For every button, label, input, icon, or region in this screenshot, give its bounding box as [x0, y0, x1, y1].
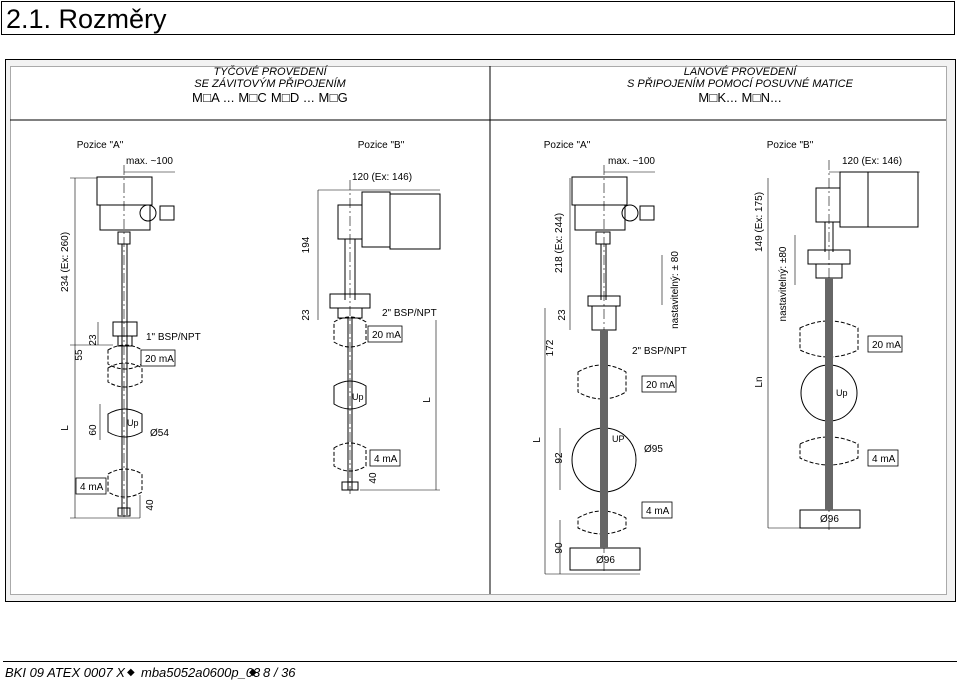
- float-up-a: Up: [127, 418, 139, 428]
- rod-version-header: TYČOVÉ PROVEDENÍ SE ZÁVITOVÝM PŘIPOJENÍM…: [140, 66, 400, 106]
- adjustable-80-b: nastavitelný: ±80: [778, 246, 789, 321]
- dim-L-b: L: [422, 397, 433, 403]
- cable-header-line1: LANOVÉ PROVEDENÍ: [683, 66, 797, 78]
- cable-b: [825, 278, 833, 510]
- current-4ma-b: 4 mA: [374, 454, 398, 465]
- rod-header-line2: SE ZÁVITOVÝM PŘIPOJENÍM: [194, 78, 346, 90]
- drawing-rod-position-a: [70, 165, 175, 519]
- dim-23-c: 23: [557, 309, 568, 321]
- float-up-d: Up: [836, 388, 848, 398]
- dim-23-a: 23: [88, 334, 99, 346]
- current-20ma-b: 20 mA: [372, 330, 401, 341]
- position-label-2: Pozice "B": [358, 140, 405, 151]
- dim-23-b: 23: [301, 309, 312, 321]
- diameter-95: Ø95: [644, 444, 663, 455]
- dim-90: 90: [554, 542, 565, 554]
- label-box-4ma-a: [75, 477, 107, 495]
- label-box-20ma-b: [367, 325, 403, 343]
- dim-234: 234 (Ex: 260): [60, 232, 71, 292]
- cable-header-codes: M□K... M□N...: [698, 90, 782, 105]
- dim-L-c: L: [532, 437, 543, 443]
- dim-max100-c: max. ~100: [608, 156, 655, 167]
- dim-55: 55: [74, 349, 85, 361]
- dim-max100-a: max. ~100: [126, 156, 173, 167]
- dim-60: 60: [88, 424, 99, 436]
- dim-40-a: 40: [145, 499, 156, 511]
- dim-218: 218 (Ex: 244): [554, 213, 565, 273]
- footer-page: 8 / 36: [263, 665, 296, 680]
- current-20ma-a: 20 mA: [145, 354, 174, 365]
- dim-120-d: 120 (Ex: 146): [842, 156, 902, 167]
- dim-Ln: Ln: [754, 376, 765, 387]
- position-label-1: Pozice "A": [77, 140, 124, 151]
- rod-header-codes: M□A ... M□C M□D ... M□G: [192, 90, 348, 105]
- diameter-54: Ø54: [150, 428, 169, 439]
- cable-a: [600, 330, 608, 548]
- current-20ma-c: 20 mA: [646, 380, 675, 391]
- label-box-4ma-c: [641, 501, 673, 519]
- current-4ma-d: 4 mA: [872, 454, 896, 465]
- dim-120-b: 120 (Ex: 146): [352, 172, 412, 183]
- footer-doc-id: BKI 09 ATEX 0007 X: [5, 665, 125, 680]
- label-box-20ma-d: [867, 335, 903, 353]
- thread-2-bsp-c: 2" BSP/NPT: [632, 346, 687, 357]
- footer-diamond-1: ◆: [127, 667, 135, 678]
- thread-2-bsp-b: 2" BSP/NPT: [382, 308, 437, 319]
- section-title: 2.1. Rozměry: [6, 4, 167, 34]
- thread-1-bsp: 1" BSP/NPT: [146, 332, 201, 343]
- section-title-bar: 2.1. Rozměry: [1, 1, 955, 35]
- dim-194: 194: [301, 236, 312, 253]
- dim-40-b: 40: [368, 472, 379, 484]
- label-box-4ma-d: [867, 449, 899, 467]
- footer-filename: mba5052a0600p_03: [141, 665, 261, 680]
- current-20ma-d: 20 mA: [872, 340, 901, 351]
- dim-92: 92: [554, 452, 565, 464]
- page-footer: BKI 09 ATEX 0007 X ◆ mba5052a0600p_03 ◆ …: [3, 661, 957, 682]
- cable-version-header: LANOVÉ PROVEDENÍ S PŘIPOJENÍM POMOCÍ POS…: [590, 66, 890, 106]
- position-label-4: Pozice "B": [767, 140, 814, 151]
- label-box-20ma-a: [140, 349, 176, 367]
- footer-diamond-2: ◆: [249, 667, 257, 678]
- cable-header-line2: S PŘIPOJENÍM POMOCÍ POSUVNÉ MATICE: [627, 78, 853, 90]
- drawing-rod-position-b: [317, 180, 441, 494]
- dim-L-a: L: [60, 425, 71, 431]
- float-up-b: Up: [352, 392, 364, 402]
- diameter-96-a: Ø96: [596, 555, 615, 566]
- label-box-4ma-b: [369, 449, 401, 467]
- adjustable-80-a: nastavitelný: ± 80: [670, 251, 681, 329]
- dim-149: 149 (Ex: 175): [754, 192, 765, 252]
- current-4ma-c: 4 mA: [646, 506, 670, 517]
- drawing-sheet: [10, 66, 947, 595]
- dim-172: 172: [545, 339, 556, 356]
- diameter-96-b: Ø96: [820, 514, 839, 525]
- position-label-3: Pozice "A": [544, 140, 591, 151]
- current-4ma-a: 4 mA: [80, 482, 104, 493]
- float-up-c: UP: [612, 434, 625, 444]
- rod-header-line1: TYČOVÉ PROVEDENÍ: [213, 66, 327, 78]
- label-box-20ma-c: [641, 375, 677, 393]
